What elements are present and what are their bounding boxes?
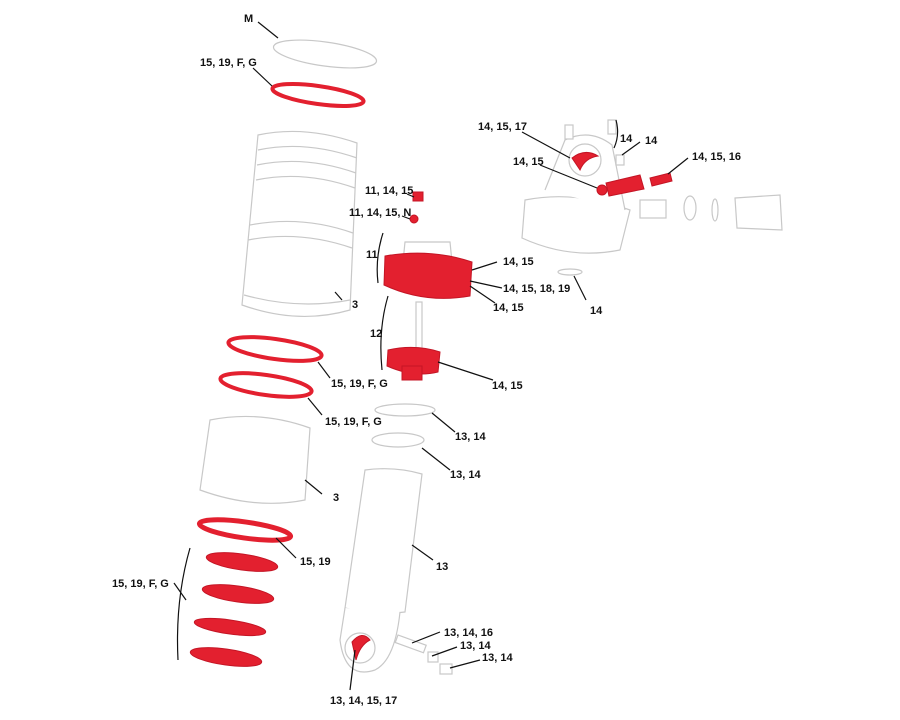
label-cap-bottom-b: 13, 14 (482, 652, 513, 664)
piston-assembly-12 (386, 301, 441, 381)
red-seal-ring-upper (226, 335, 324, 363)
red-cap-small (412, 191, 424, 202)
seal-ring-b (371, 432, 425, 448)
label-screw-b: 14 (645, 135, 658, 147)
label-group-11: 11 (366, 249, 378, 261)
red-seal-ring-lower (218, 371, 314, 399)
label-seal-b: 13, 14 (450, 469, 481, 481)
label-piston-a: 14, 15 (503, 256, 534, 268)
damper-body (339, 468, 453, 675)
label-ring-1519: 15, 19 (300, 556, 331, 568)
label-stack-rings: 15, 19, F, G (112, 578, 169, 590)
ring-m (272, 39, 378, 69)
label-seal-a: 13, 14 (455, 431, 486, 443)
label-valve-top: 14, 15, 16 (692, 151, 741, 163)
label-body: 13 (436, 561, 448, 573)
air-can-upper (241, 130, 358, 318)
label-piston-12: 14, 15 (492, 380, 523, 392)
label-ring-upper: 15, 19, F, G (331, 378, 388, 390)
label-can-upper: 3 (352, 299, 358, 311)
air-can-lower (199, 415, 311, 504)
label-cap-a: 11, 14, 15 (365, 185, 413, 197)
red-ring-stack (189, 552, 279, 667)
label-cap-bottom-a: 13, 14 (460, 640, 491, 652)
label-eyelet-top: 14, 15, 17 (478, 121, 527, 133)
red-ring-1519 (196, 517, 294, 543)
leader-lines (173, 21, 689, 691)
piston-assembly-11 (383, 241, 473, 299)
label-ring-lower: 15, 19, F, G (325, 416, 382, 428)
label-washer: 14 (590, 305, 603, 317)
label-valve-bottom: 13, 14, 16 (444, 627, 493, 639)
label-piston-c: 14, 15 (493, 302, 524, 314)
label-top-ring: 15, 19, F, G (200, 57, 257, 69)
reservoir-head (521, 119, 783, 276)
label-top-oring: 14, 15 (513, 156, 544, 168)
label-ball-n: 11, 14, 15, N (349, 207, 411, 219)
label-group-12: 12 (370, 328, 382, 340)
label-eyelet-bottom: 13, 14, 15, 17 (330, 695, 397, 707)
seal-ring-a (374, 403, 436, 417)
label-piston-b: 14, 15, 18, 19 (503, 283, 570, 295)
label-can-lower: 3 (333, 492, 339, 504)
red-seal-ring-top (270, 82, 366, 108)
label-screw-a: 14 (620, 133, 633, 145)
label-m: M (244, 13, 253, 25)
